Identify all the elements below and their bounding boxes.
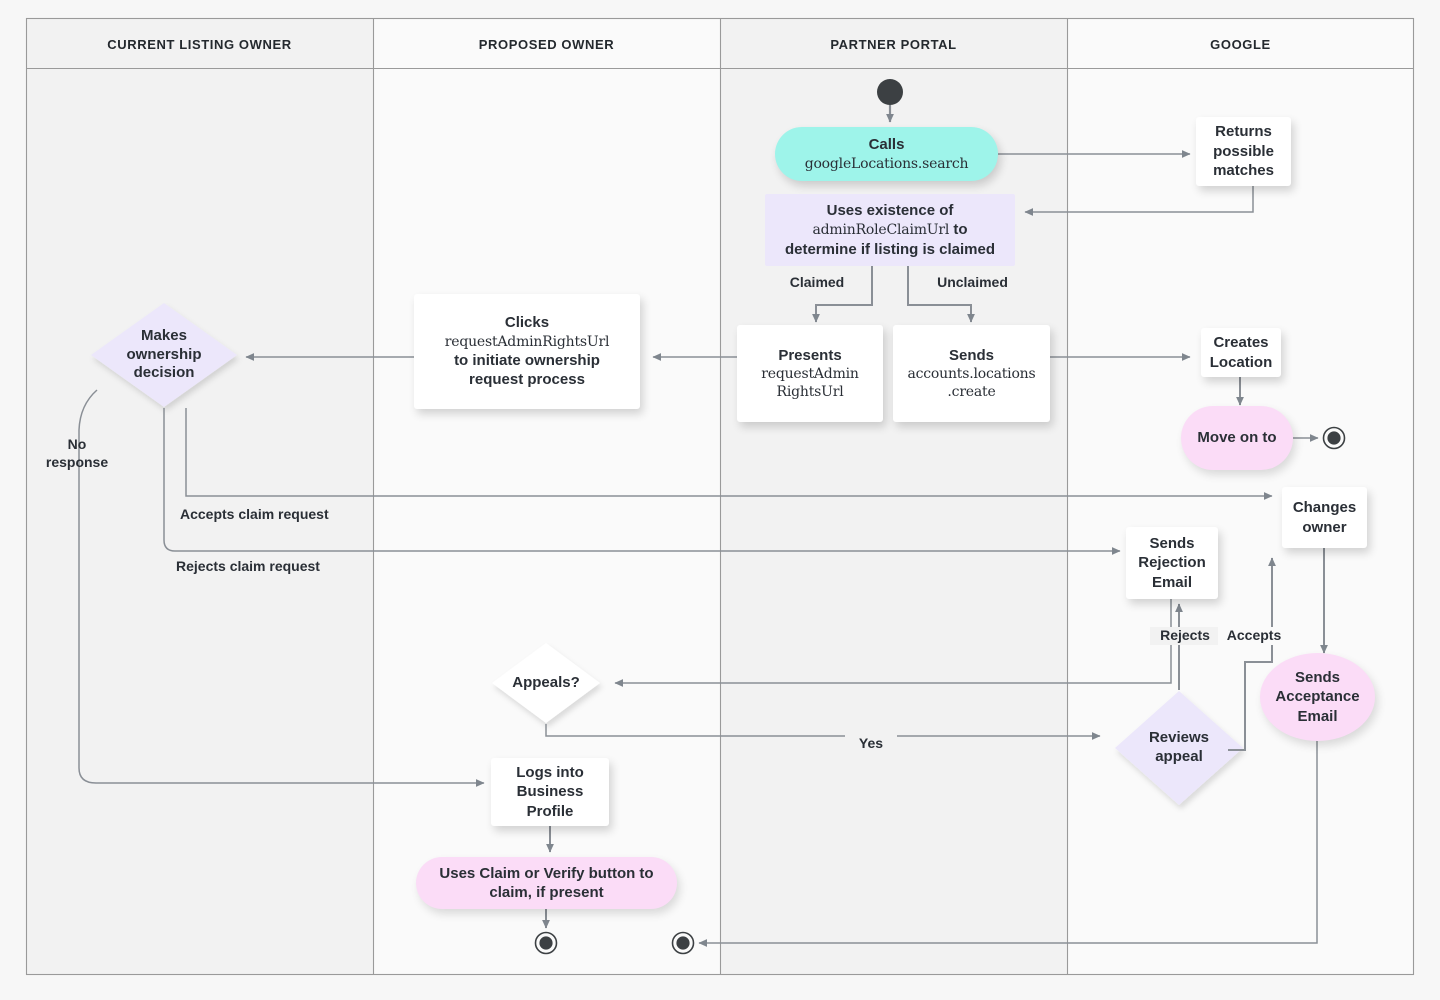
decision-reviews-appeal bbox=[1115, 691, 1243, 805]
start-node-partner bbox=[877, 79, 903, 105]
edge-label-claimed: Claimed bbox=[789, 274, 845, 290]
node-uses-claim-or-verify-button[interactable]: Uses Claim or Verify button to claim, if… bbox=[416, 857, 677, 909]
lane-title-current-listing-owner: CURRENT LISTING OWNER bbox=[107, 37, 292, 52]
node-uses-existence-line2-suffix: to bbox=[949, 221, 968, 239]
node-logs-into-business-profile-label: Logs into Business Profile bbox=[516, 763, 584, 820]
edge-label-unclaimed: Unclaimed bbox=[937, 274, 1008, 290]
node-sends-acceptance-email-label: Sends Acceptance Email bbox=[1275, 668, 1360, 725]
node-changes-owner-label: Changes owner bbox=[1292, 499, 1357, 536]
node-reviews-appeal[interactable]: Reviews appeal bbox=[1115, 691, 1243, 805]
node-appeals-decision[interactable]: Appeals? bbox=[492, 643, 600, 723]
node-reviews-appeal-label: Reviews appeal bbox=[1148, 729, 1210, 765]
decision-appeals bbox=[492, 643, 600, 723]
end-node-proposed bbox=[534, 931, 558, 955]
lane-title-google: GOOGLE bbox=[1210, 37, 1271, 52]
edge-label-accepts: Accepts bbox=[1218, 627, 1290, 645]
node-creates-location-label: Creates Location bbox=[1209, 334, 1273, 371]
end-node-google bbox=[1322, 426, 1346, 450]
edge-label-accepts-claim-request: Accepts claim request bbox=[180, 506, 329, 522]
node-clicks-title: Clicks bbox=[504, 314, 550, 332]
node-uses-claim-or-verify-label: Uses Claim or Verify button to claim, if… bbox=[439, 864, 654, 902]
end-node-partner bbox=[671, 931, 695, 955]
lane-title-proposed-owner: PROPOSED OWNER bbox=[478, 37, 615, 52]
node-creates-location[interactable]: Creates Location bbox=[1201, 328, 1281, 377]
node-uses-existence-of-admin-role-claim-url[interactable]: Uses existence of adminRoleClaimUrl to d… bbox=[765, 194, 1015, 266]
node-clicks-param: requestAdminRightsUrl bbox=[444, 333, 610, 350]
connectors bbox=[78, 105, 1328, 947]
node-calls-method: googleLocations.search bbox=[804, 155, 969, 172]
node-clicks-line3: to initiate ownership request process bbox=[454, 351, 600, 389]
node-changes-owner[interactable]: Changes owner bbox=[1282, 487, 1367, 548]
node-uses-existence-param: adminRoleClaimUrl bbox=[812, 222, 950, 239]
edge-label-rejects-claim-request: Rejects claim request bbox=[176, 558, 320, 574]
node-move-on-to-label: Move on to bbox=[1197, 429, 1277, 447]
node-sends-acceptance-email[interactable]: Sends Acceptance Email bbox=[1260, 653, 1375, 741]
node-calls-title: Calls bbox=[868, 136, 905, 154]
node-calls-google-locations-search[interactable]: Calls googleLocations.search bbox=[775, 127, 998, 181]
node-move-on-to[interactable]: Move on to bbox=[1181, 406, 1293, 470]
node-uses-existence-line1: Uses existence of bbox=[826, 201, 954, 219]
edge-label-no-response: No response bbox=[45, 436, 109, 470]
node-returns-possible-matches-label: Returns possible matches bbox=[1213, 123, 1274, 180]
node-presents-request-admin-rights-url[interactable]: Presents requestAdmin RightsUrl bbox=[737, 325, 883, 422]
node-sends-accounts-locations-create[interactable]: Sends accounts.locations .create bbox=[893, 325, 1050, 422]
edge-label-yes: Yes bbox=[845, 735, 897, 753]
node-presents-title: Presents bbox=[778, 346, 842, 364]
node-uses-existence-line3: determine if listing is claimed bbox=[784, 240, 996, 258]
node-sends-rejection-email[interactable]: Sends Rejection Email bbox=[1126, 527, 1218, 599]
node-logs-into-business-profile[interactable]: Logs into Business Profile bbox=[491, 758, 609, 826]
node-makes-ownership-decision-label: Makes ownership decision bbox=[126, 326, 202, 382]
node-sends-rejection-email-label: Sends Rejection Email bbox=[1138, 534, 1206, 591]
node-clicks-request-admin-rights-url[interactable]: Clicks requestAdminRightsUrl to initiate… bbox=[414, 294, 640, 409]
edge-label-rejects: Rejects bbox=[1150, 627, 1220, 645]
node-presents-param: requestAdmin RightsUrl bbox=[761, 366, 859, 401]
node-sends-create-method: accounts.locations .create bbox=[907, 366, 1036, 401]
lane-title-partner-portal: PARTNER PORTAL bbox=[830, 37, 957, 52]
node-makes-ownership-decision[interactable]: Makes ownership decision bbox=[91, 303, 237, 407]
node-appeals-label: Appeals? bbox=[512, 673, 580, 691]
decision-makes-ownership-decision bbox=[91, 303, 237, 407]
node-returns-possible-matches[interactable]: Returns possible matches bbox=[1196, 117, 1291, 186]
node-sends-create-title: Sends bbox=[948, 346, 994, 364]
